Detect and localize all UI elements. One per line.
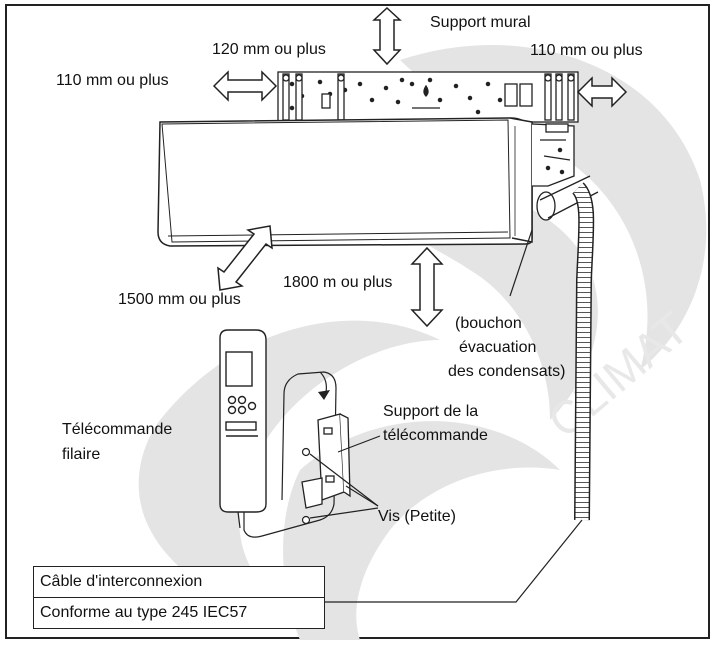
top-clearance-arrow: [372, 6, 402, 66]
remote-label-line1: Télécommande: [62, 421, 173, 438]
wall-bracket-label: Support mural: [430, 14, 531, 31]
bottom-clearance-arrow: [410, 246, 444, 328]
bottom-clearance-label: 1800 m ou plus: [283, 274, 393, 291]
screw-leaders: [309, 435, 381, 519]
remote-holder: [301, 413, 351, 509]
indoor-unit: [157, 117, 533, 247]
left-clearance-label: 110 mm ou plus: [56, 72, 169, 89]
wall-bracket: [277, 71, 579, 123]
right-clearance-label: 110 mm ou plus: [530, 42, 643, 59]
screw-icon: [301, 447, 311, 525]
remote-holder-label-line2: télécommande: [383, 427, 488, 444]
remote-label-line2: filaire: [62, 446, 101, 463]
screws-label: Vis (Petite): [378, 508, 456, 525]
interconnection-cable: [325, 519, 583, 603]
drain-cap-label-line3: des condensats): [448, 363, 566, 380]
piping-connection: [531, 123, 599, 221]
drain-cap-leader: [509, 229, 533, 297]
wired-remote-controller: [219, 329, 267, 513]
remote-holder-label-line1: Support de la: [383, 403, 479, 420]
cable-table-row-2: Conforme au type 245 IEC57: [33, 597, 325, 629]
front-clearance-arrow: [217, 225, 273, 291]
right-clearance-arrow: [576, 76, 628, 108]
drain-cap-label-line2: évacuation: [459, 339, 537, 356]
drain-cap-label-line1: (bouchon: [455, 315, 522, 332]
cable-table-row-1: Câble d'interconnexion: [33, 566, 325, 598]
left-clearance-arrow: [212, 70, 278, 102]
top-clearance-label: 120 mm ou plus: [212, 41, 326, 58]
front-clearance-label: 1500 mm ou plus: [118, 291, 241, 308]
